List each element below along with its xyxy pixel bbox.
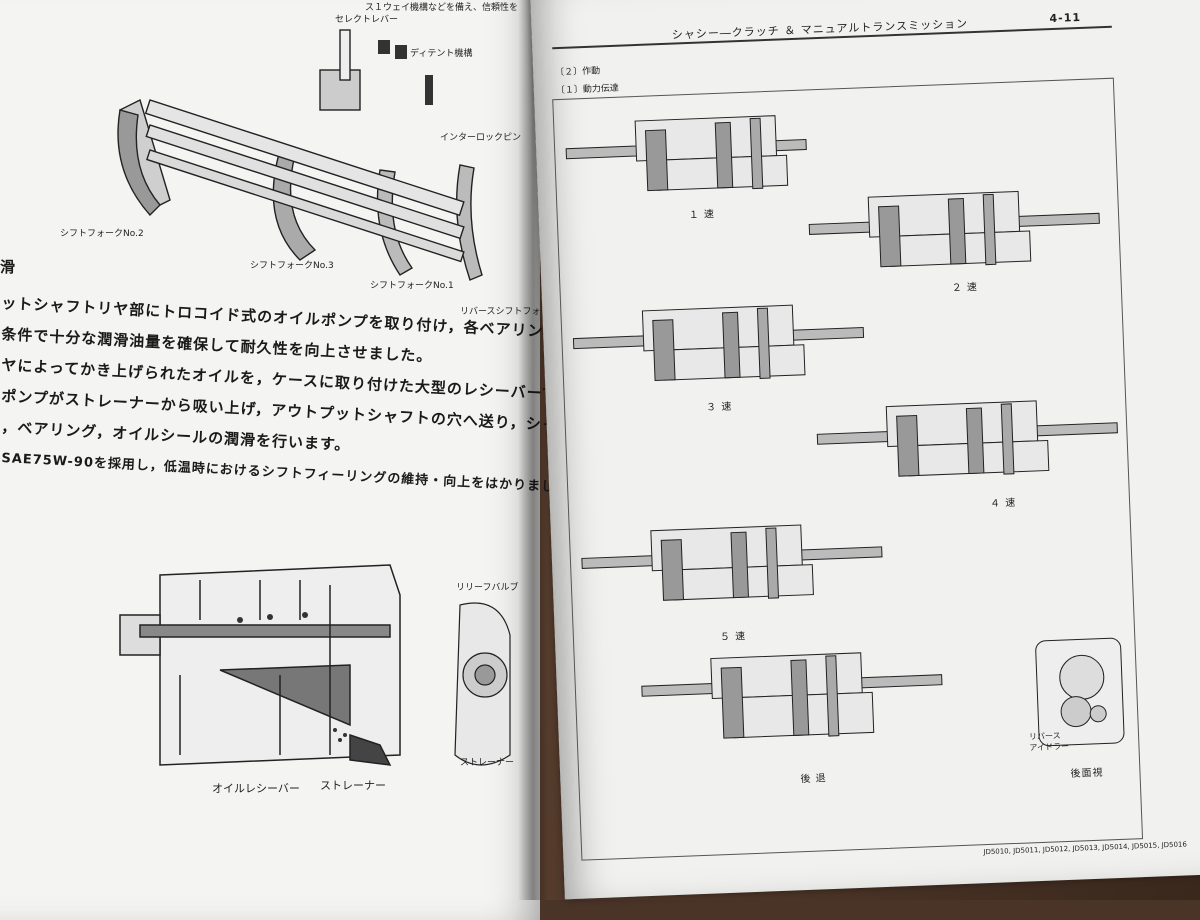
gear-reverse (641, 652, 943, 739)
right-page: シャシー―クラッチ ＆ マニュアルトランスミッション 4-11 〔２〕作動 〔１… (530, 0, 1200, 900)
lubrication-diagram (119, 564, 511, 766)
top-text: ス１ウェイ機構などを備え、信頼性を (365, 3, 519, 13)
gear-2nd (808, 190, 1100, 268)
section-heading: 滑 (0, 258, 17, 276)
label-strainer-2: ストレーナー (460, 758, 515, 768)
label-fork3: シフトフォークNo.3 (250, 261, 334, 271)
subsection-label: 〔１〕動力伝達 (555, 83, 620, 97)
gear-3rd (572, 304, 865, 382)
caption-1st: １ 速 (688, 209, 716, 222)
label-select-lever: セレクトレバー (335, 15, 399, 25)
caption-rear-view: 後面視 (1070, 767, 1104, 780)
paragraph-line-6: SAE75W-90を採用し，低温時におけるシフトフィーリングの維持・向上をはかり… (1, 450, 584, 497)
left-page: ス１ウェイ機構などを備え、信頼性を セレクトレバー ディテント機構 インターロッ… (0, 0, 687, 920)
caption-4th: ４ 速 (989, 497, 1017, 510)
shift-fork-illustration (117, 29, 483, 281)
label-reverse-idler: リバース アイドラー (1028, 731, 1070, 753)
caption-5th: ５ 速 (719, 631, 747, 644)
label-interlock-pin: インターロックピン (440, 133, 522, 143)
page-number: 4-11 (1049, 10, 1082, 26)
caption-2nd: ２ 速 (951, 282, 979, 295)
rear-view-diagram (1035, 637, 1125, 747)
caption-reverse: 後 退 (800, 773, 827, 786)
section-label: 〔２〕作動 (555, 66, 601, 79)
gear-4th (816, 400, 1118, 477)
caption-3rd: ３ 速 (705, 401, 733, 414)
label-oil-receiver: オイルレシーバー (212, 782, 300, 795)
label-detent: ディテント機構 (410, 49, 473, 59)
gear-5th (581, 524, 883, 601)
label-strainer: ストレーナー (320, 779, 386, 792)
gear-1st (565, 115, 807, 192)
label-relief-valve: リリーフバルブ (456, 583, 519, 593)
label-reverse-fork: リバースシフトフォーク (460, 307, 559, 317)
label-fork1: シフトフォークNo.1 (370, 281, 454, 291)
label-fork2: シフトフォークNo.2 (60, 229, 144, 239)
